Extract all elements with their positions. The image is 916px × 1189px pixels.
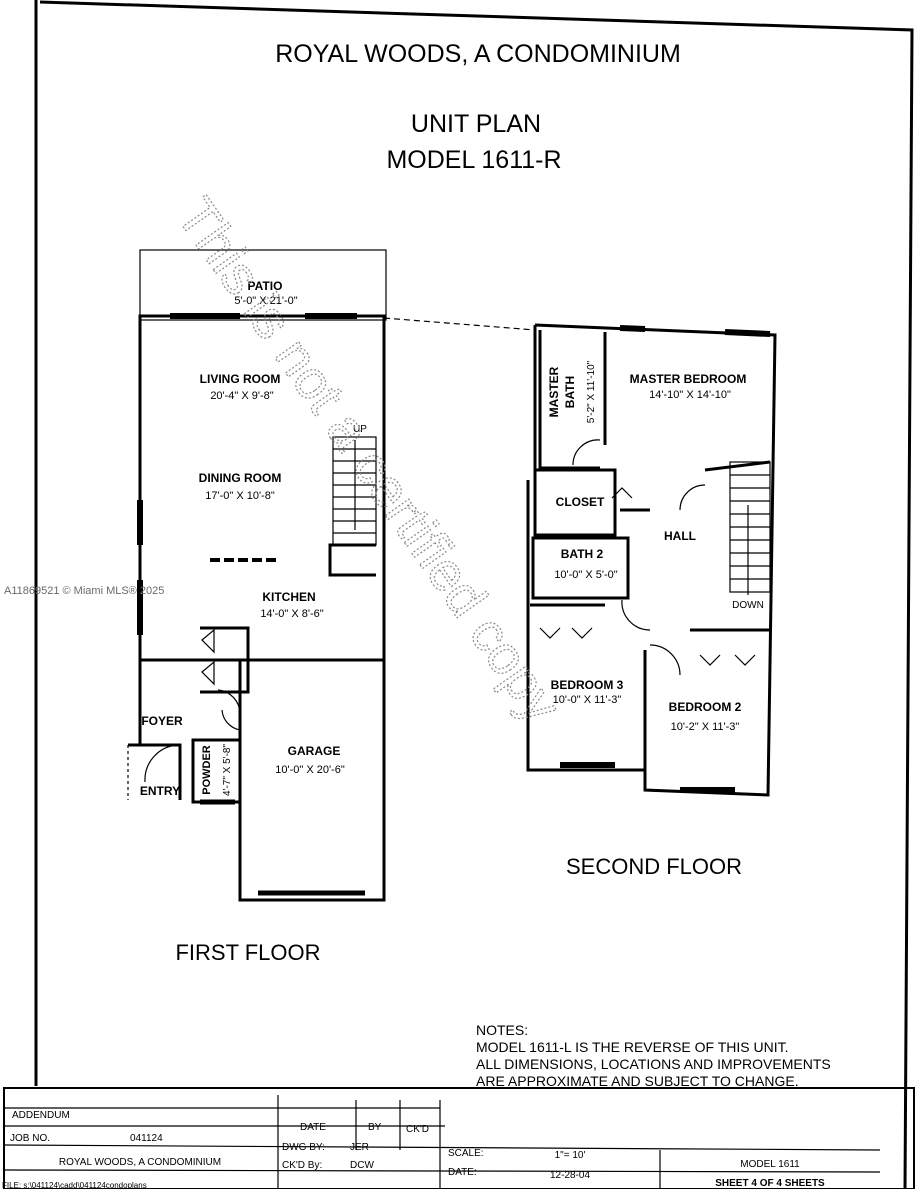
first-floor-plan: PATIO 5'-0" X 21'-0" LIVING ROOM 20'-4" … <box>127 249 387 965</box>
date-column-header: DATE <box>300 1122 326 1133</box>
date-label: DATE: <box>448 1167 477 1178</box>
ckd-by-value: DCW <box>350 1160 374 1171</box>
notes-line-2: ALL DIMENSIONS, LOCATIONS AND IMPROVEMEN… <box>476 1056 831 1072</box>
master-bath-label-line1: MASTER <box>547 366 561 417</box>
garage-label: GARAGE <box>288 744 341 758</box>
powder-dims: 4'-7" X 5'-8" <box>222 744 233 797</box>
bedroom2-door-swing <box>649 644 681 676</box>
project-name: ROYAL WOODS, A CONDOMINIUM <box>59 1157 221 1168</box>
sheet-border-top-right <box>39 0 914 1189</box>
garage-outline <box>238 658 386 902</box>
notes-line-1: MODEL 1611-L IS THE REVERSE OF THIS UNIT… <box>476 1039 789 1055</box>
drawing-subtitle-unit-plan: UNIT PLAN <box>411 110 541 138</box>
bath2-dims: 10'-0" X 5'-0" <box>554 569 617 581</box>
closet-label: CLOSET <box>556 495 605 509</box>
stair-down-label: DOWN <box>732 600 764 611</box>
master-bath-dims: 5'-2" X 11'-10" <box>586 360 597 423</box>
first-floor-label: FIRST FLOOR <box>175 940 320 965</box>
dwg-by-value: JER <box>350 1142 369 1153</box>
stair-landing-wall <box>328 543 376 577</box>
mls-watermark: A11869521 © Miami MLS® 2025 <box>4 585 164 597</box>
drawing-title: ROYAL WOODS, A CONDOMINIUM <box>275 40 681 68</box>
scale-value: 1"= 10' <box>555 1150 586 1161</box>
powder-label: POWDER <box>201 745 213 795</box>
kitchen-label: KITCHEN <box>262 590 315 604</box>
job-no-value: 041124 <box>130 1133 163 1144</box>
patio-dims: 5'-0" X 21'-0" <box>234 295 297 307</box>
entry-label: ENTRY <box>140 784 180 798</box>
pantry-doors <box>201 628 215 686</box>
patio-label: PATIO <box>248 279 283 293</box>
master-bath-wall <box>538 330 600 470</box>
master-door-swing <box>679 484 706 511</box>
closet-outline <box>533 468 617 537</box>
bedroom2-label: BEDROOM 2 <box>669 700 742 714</box>
drawing-subtitle-model: MODEL 1611-R <box>386 146 561 174</box>
file-path: FILE: s:\041124\cadd\041124condoplans <box>2 1181 147 1189</box>
title-block-frame <box>3 1087 915 1189</box>
living-room-label: LIVING ROOM <box>200 372 281 386</box>
second-floor-plan: MASTER BATH 5'-2" X 11'-10" MASTER BEDRO… <box>526 323 777 879</box>
by-column-header: BY <box>368 1122 382 1133</box>
bedroom3-dims: 10'-0" X 11'-3" <box>553 694 622 706</box>
master-window-1 <box>619 325 646 332</box>
living-room-dims: 20'-4" X 9'-8" <box>210 390 273 402</box>
floor-alignment-line <box>383 317 536 331</box>
scale-label: SCALE: <box>448 1148 484 1159</box>
bedroom2-dims: 10'-2" X 11'-3" <box>671 721 740 733</box>
master-bedroom-stair-wall <box>704 460 771 472</box>
bedroom2-closet-doors <box>699 654 756 666</box>
notes-heading: NOTES: <box>476 1022 528 1038</box>
model-number: MODEL 1611 <box>740 1159 800 1170</box>
second-floor-label: SECOND FLOOR <box>566 854 742 879</box>
garage-door-swing <box>217 689 241 715</box>
bedroom3-label: BEDROOM 3 <box>551 678 624 692</box>
ckd-by-label: CK'D By: <box>282 1160 322 1171</box>
second-floor-outline <box>526 323 777 797</box>
master-bath-label-line2: BATH <box>563 376 577 408</box>
kitchen-dims: 14'-0" X 8'-6" <box>260 608 323 620</box>
garage-dims: 10'-0" X 20'-6" <box>275 764 345 776</box>
notes-block: NOTES: MODEL 1611-L IS THE REVERSE OF TH… <box>476 1022 831 1089</box>
dining-room-dims: 17'-0" X 10'-8" <box>205 490 275 502</box>
foyer-west-wall <box>138 660 182 800</box>
not-certified-watermark: This is not a certified copy <box>165 187 572 733</box>
pantry-outline <box>200 626 250 694</box>
title-block: ADDENDUM DATE BY CK'D JOB NO. 041124 ROY… <box>2 1087 915 1189</box>
foyer-label: FOYER <box>141 714 183 728</box>
dining-room-label: DINING ROOM <box>199 471 282 485</box>
bath2-door-swing <box>621 599 651 631</box>
sheet-number: SHEET 4 OF 4 SHEETS <box>715 1178 825 1189</box>
master-bath-door-swing <box>572 439 601 466</box>
addendum-label: ADDENDUM <box>12 1110 70 1121</box>
bedroom3-closet-doors <box>539 627 593 639</box>
master-bedroom-label: MASTER BEDROOM <box>630 372 747 386</box>
closet-door <box>611 487 633 499</box>
entry-door-swing <box>144 744 179 783</box>
notes-line-3: ARE APPROXIMATE AND SUBJECT TO CHANGE. <box>476 1073 799 1089</box>
stair-up-label: UP <box>353 424 367 435</box>
bath2-label: BATH 2 <box>561 547 604 561</box>
ckd-column-header: CK'D <box>406 1124 429 1135</box>
powder-door-swing <box>221 709 241 731</box>
dwg-by-label: DWG BY: <box>282 1142 325 1153</box>
patio-outline <box>139 249 387 321</box>
master-window-2 <box>724 329 771 337</box>
date-value: 12-28-04 <box>550 1170 590 1181</box>
hall-label: HALL <box>664 529 696 543</box>
job-no-label: JOB NO. <box>10 1133 50 1144</box>
master-bedroom-dims: 14'-10" X 14'-10" <box>649 389 731 401</box>
bath2-outline <box>531 536 630 600</box>
second-floor-stair-treads <box>730 474 770 580</box>
